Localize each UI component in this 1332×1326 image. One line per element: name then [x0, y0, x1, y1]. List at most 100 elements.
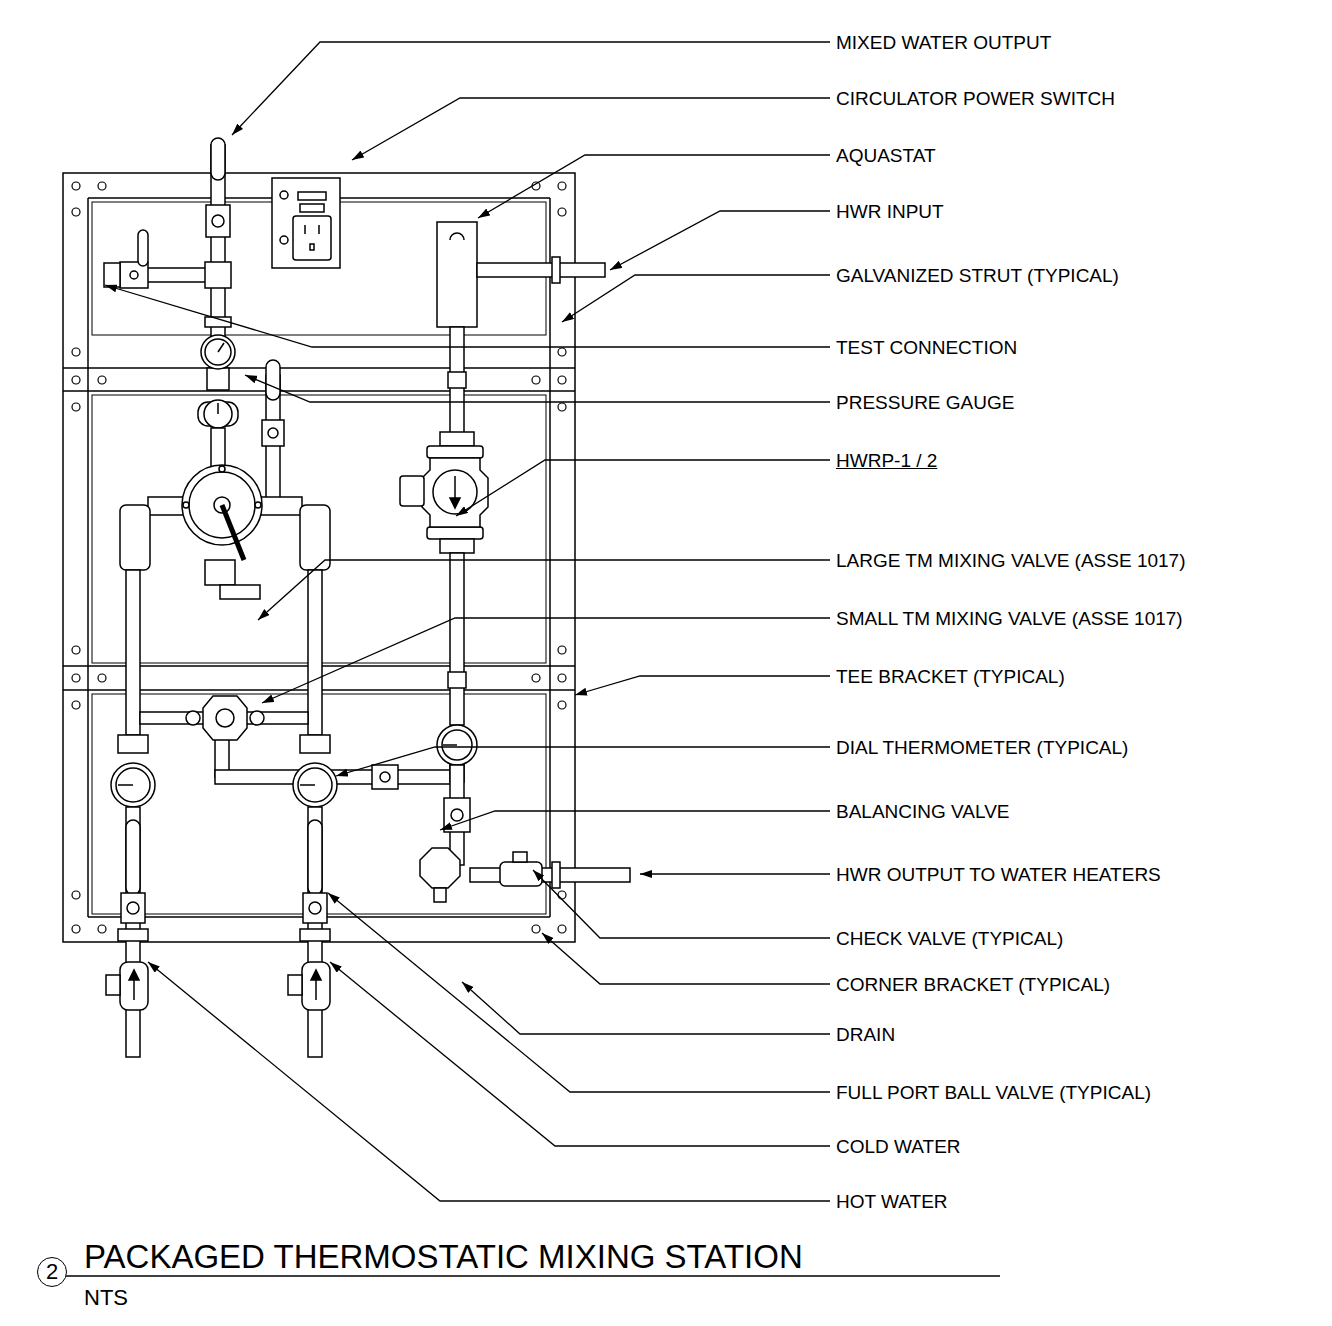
bolt-holes-part — [558, 646, 566, 654]
callout-label: BALANCING VALVE — [836, 802, 1010, 821]
callout-label: HWRP-1 / 2 — [836, 451, 937, 470]
return-piping-part — [450, 553, 464, 725]
leader-lines-part — [456, 460, 830, 516]
return-piping-part — [552, 862, 560, 888]
inlet-check-valves — [106, 962, 330, 1010]
inlet-check-valves-part — [311, 970, 321, 980]
leader-lines-part — [610, 211, 830, 270]
pressure-gauge-part — [218, 343, 224, 352]
callout-label: GALVANIZED STRUT (TYPICAL) — [836, 266, 1119, 285]
large-mixing-valve-part — [183, 502, 189, 508]
bolt-holes-part — [98, 376, 106, 384]
bolt-holes-part — [72, 403, 80, 411]
bolt-holes-part — [72, 208, 80, 216]
power-switch-box-part — [298, 192, 326, 200]
mixing-station-illustration-part — [63, 138, 630, 1057]
large-mixing-valve-part — [255, 502, 261, 508]
mixed-outlet-piping-part — [130, 271, 138, 279]
leader-lines-part — [533, 870, 830, 938]
callout-label: MIXED WATER OUTPUT — [836, 33, 1051, 52]
large-mixing-valve-part — [219, 466, 225, 472]
return-piping-part — [470, 868, 630, 882]
inlet-piping-part — [298, 768, 332, 802]
large-mixing-valve-part — [222, 505, 244, 560]
leader-lines-part — [328, 893, 830, 1092]
mixing-valve-piping-part — [308, 570, 322, 735]
mixing-valve-piping-part — [262, 420, 284, 446]
aquastat-part — [450, 233, 464, 240]
mixed-outlet-piping-part — [140, 268, 212, 282]
leader-lines-part — [245, 375, 830, 402]
inlet-piping-part — [300, 929, 330, 941]
small-mixing-valve — [186, 696, 264, 740]
power-switch-box-part — [293, 216, 331, 260]
power-switch-box-part — [280, 191, 288, 199]
bolt-holes — [72, 182, 566, 933]
inlet-piping-part — [118, 929, 148, 941]
callout-label: PRESSURE GAUGE — [836, 393, 1014, 412]
bolt-holes-part — [558, 674, 566, 682]
inlet-piping-part — [303, 893, 327, 923]
return-piping-part — [448, 672, 466, 688]
leader-lines-part — [352, 98, 830, 160]
pressure-gauge-part — [201, 335, 235, 369]
leader-lines — [105, 42, 830, 1201]
callout-label: SMALL TM MIXING VALVE (ASSE 1017) — [836, 609, 1183, 628]
pressure-gauge-part — [205, 339, 231, 365]
callout-label: LARGE TM MIXING VALVE (ASSE 1017) — [836, 551, 1186, 570]
power-switch-box-part — [280, 236, 288, 244]
return-piping-part — [451, 809, 463, 821]
title-underline — [66, 1275, 1000, 1277]
detail-number-circle: 2 — [37, 1257, 67, 1287]
return-piping-part — [437, 725, 477, 765]
callout-label: COLD WATER — [836, 1137, 961, 1156]
inlet-piping-part — [309, 902, 321, 914]
bolt-holes-part — [72, 674, 80, 682]
mixed-outlet-piping-part — [206, 205, 230, 237]
strut-frame — [63, 173, 575, 942]
callout-label: DIAL THERMOMETER (TYPICAL) — [836, 738, 1128, 757]
return-piping-part — [442, 730, 472, 760]
callout-label: DRAIN — [836, 1025, 895, 1044]
return-piping-part — [420, 848, 460, 888]
small-mixing-valve-part — [186, 711, 200, 725]
mixed-outlet-piping-part — [104, 263, 120, 287]
leader-lines-part — [462, 982, 830, 1034]
aquastat — [437, 222, 605, 447]
inlet-check-valves-part — [288, 975, 302, 995]
bolt-holes-part — [72, 376, 80, 384]
strut-frame-part — [87, 198, 89, 917]
inlet-piping-part — [293, 763, 337, 807]
bolt-holes-part — [98, 674, 106, 682]
callout-label: HOT WATER — [836, 1192, 948, 1211]
circulator-pump-part — [450, 498, 460, 508]
leader-lines-part — [262, 618, 830, 703]
leader-lines-part — [148, 962, 830, 1201]
inlet-piping-part — [121, 893, 145, 923]
aquastat-part — [437, 222, 477, 327]
mixing-valve-piping-part — [220, 585, 260, 599]
mixed-outlet-piping-part — [138, 230, 148, 266]
mixing-valve-piping-part — [268, 428, 278, 438]
dial-thermometer-part — [217, 403, 219, 414]
circulator-pump-part — [422, 458, 488, 527]
power-switch-box-part — [310, 244, 314, 250]
bolt-holes-part — [532, 925, 540, 933]
mixing-valve-piping-part — [266, 360, 280, 400]
bolt-holes-part — [558, 925, 566, 933]
leader-lines-part — [105, 285, 830, 347]
leader-lines-part — [232, 42, 830, 135]
bolt-holes-part — [558, 891, 566, 899]
inlet-piping-part — [300, 735, 330, 753]
small-mixing-valve-part — [203, 696, 247, 740]
strut-frame-part — [63, 390, 575, 392]
power-switch-box — [272, 178, 340, 268]
mixing-valve-piping-part — [205, 560, 235, 585]
return-piping-part — [500, 862, 542, 886]
circulator-pump-part — [440, 432, 474, 446]
leader-lines-part — [542, 933, 830, 984]
bolt-holes-part — [558, 376, 566, 384]
callout-label: HWR OUTPUT TO WATER HEATERS — [836, 865, 1161, 884]
inlet-piping-part — [127, 902, 139, 914]
dial-thermometer — [198, 400, 238, 428]
